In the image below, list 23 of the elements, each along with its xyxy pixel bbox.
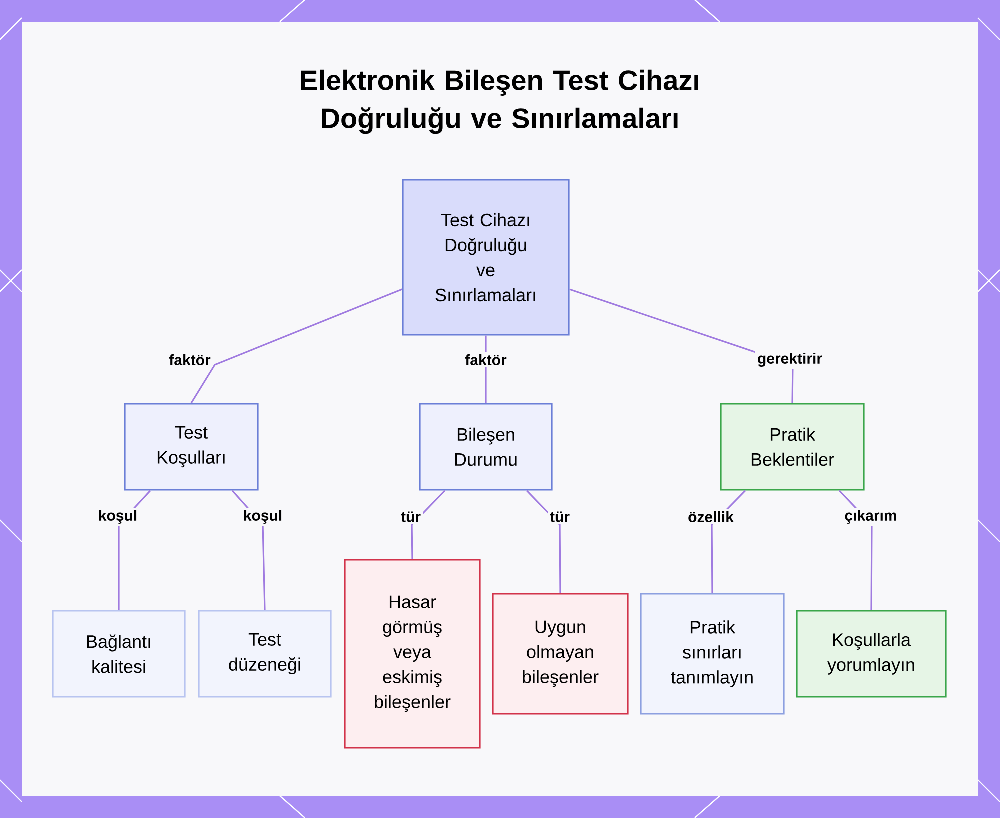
concept-box: Bileşen Durumu — [419, 403, 553, 491]
edge-label: çıkarım — [842, 508, 900, 526]
concept-box: Pratik Beklentiler — [720, 403, 865, 491]
concept-box: Uygun olmayan bileşenler — [492, 593, 629, 715]
concept-box: Hasar görmüş veya eskimiş bileşenler — [344, 559, 481, 749]
concept-box: Test düzeneği — [198, 610, 332, 698]
edge-label: tür — [548, 510, 572, 524]
edge-label: özellik — [686, 509, 736, 524]
concept-box: Test Cihazı Doğruluğu ve Sınırlamaları — [402, 179, 570, 336]
connector-line — [411, 490, 446, 560]
edge-label: gerektirir — [756, 350, 825, 370]
edge-label: koşul — [241, 508, 285, 526]
title: Elektronik Bileşen Test Cihazı Doğruluğu ve Sınırlamaları — [301, 70, 698, 134]
edge-label: tür — [399, 510, 423, 524]
edge-label: koşul — [96, 508, 140, 526]
edge-label: faktör — [167, 352, 213, 368]
edge-label: faktör — [463, 352, 509, 368]
concept-box: Pratik sınırları tanımlayın — [640, 593, 785, 715]
connector-line — [190, 288, 402, 404]
concept-box: Koşullarla yorumlayın — [796, 610, 947, 698]
concept-box: Bağlantı kalitesi — [52, 610, 186, 698]
connector-line — [526, 490, 562, 594]
concept-box: Test Koşulları — [124, 403, 259, 491]
